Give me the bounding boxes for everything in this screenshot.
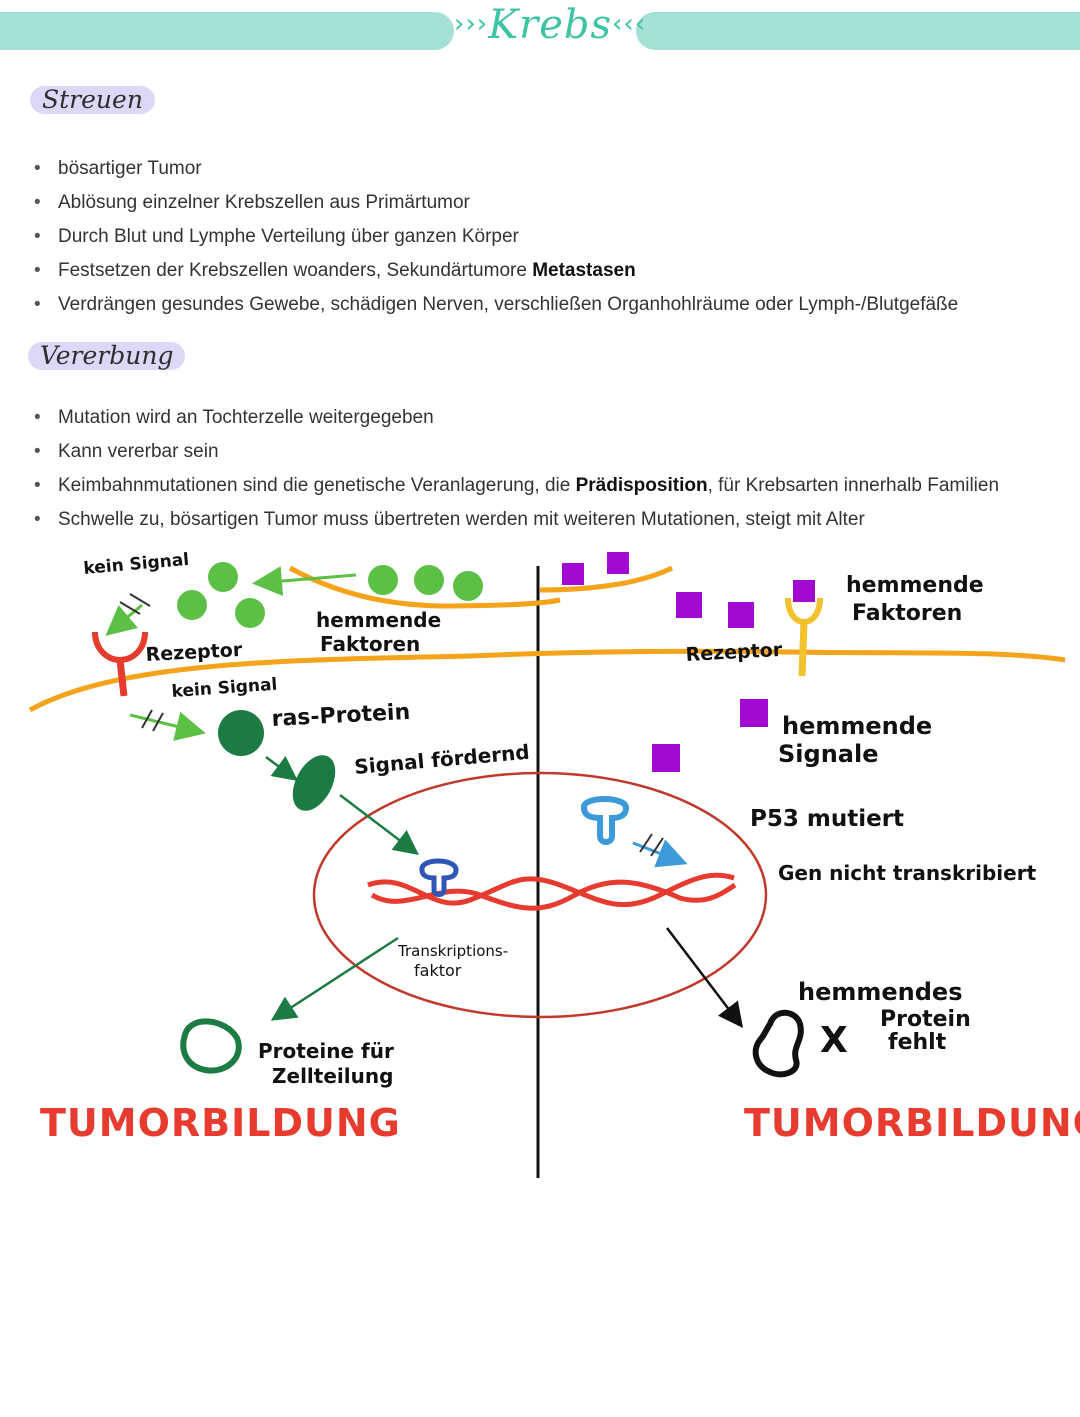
signal-protein — [292, 755, 336, 811]
label-kein-signal-mid: kein Signal — [171, 675, 278, 702]
purple-factor — [562, 563, 584, 585]
label-kein-signal-top: kein Signal — [83, 550, 190, 579]
label-hemmende-signale-2: Signale — [778, 740, 878, 768]
list-item: Ablösung einzelner Krebszellen aus Primä… — [0, 186, 1060, 220]
purple-factor — [793, 580, 815, 602]
purple-factor — [676, 592, 702, 618]
list-item-text: Kann vererbar sein — [58, 441, 219, 462]
list-item-text: Durch Blut und Lymphe Verteilung über ga… — [58, 226, 519, 247]
right-chevrons: ‹‹‹ — [612, 9, 647, 39]
green-ligand — [235, 598, 265, 628]
blocked-arrow-mid — [129, 711, 206, 741]
missing-inhibitor-protein — [752, 1009, 804, 1078]
block-mark — [141, 709, 153, 729]
label-p53-mutiert: P53 mutiert — [750, 806, 904, 832]
label-transkriptions: Transkriptions- — [397, 942, 508, 960]
list-item: bösartiger Tumor — [0, 152, 1060, 186]
section-heading-vererbung: Vererbung — [28, 342, 186, 370]
list-item-bold: Metastasen — [532, 260, 636, 281]
label-proteine-fuer: Proteine für — [258, 1039, 394, 1063]
list-item: Schwelle zu, bösartigen Tumor muss übert… — [0, 503, 1060, 537]
green-ligand — [368, 565, 398, 595]
block-mark — [152, 712, 164, 732]
green-ligand — [208, 562, 238, 592]
label-tumorbildung-right: TUMORBILDUNG — [744, 1101, 1080, 1145]
label-ras-protein: ras-Protein — [271, 700, 411, 732]
left-chevrons: ››› — [454, 9, 489, 39]
list-item-text: Verdrängen gesundes Gewebe, schädigen Ne… — [58, 294, 959, 315]
block-mark — [129, 593, 151, 607]
dna-strand-1 — [367, 872, 735, 908]
list-item-text: Keimbahnmutationen sind die genetische V… — [58, 475, 576, 496]
list-item: Kann vererbar sein — [0, 435, 1060, 469]
streuen-list: bösartiger Tumor Ablösung einzelner Kreb… — [0, 152, 1060, 322]
left-factor-membrane — [288, 565, 561, 609]
label-fehlt: fehlt — [888, 1030, 947, 1055]
label-rezeptor-right: Rezeptor — [685, 639, 783, 666]
section-heading-streuen: Streuen — [30, 86, 155, 114]
x-mark: X — [820, 1020, 848, 1061]
label-hemmende-signale-1: hemmende — [782, 712, 932, 740]
ligand-arrow — [252, 566, 357, 596]
list-item: Mutation wird an Tochterzelle weitergege… — [0, 401, 1060, 435]
right-receptor-stem — [798, 621, 808, 677]
blocked-arrow-top — [105, 603, 143, 636]
label-rezeptor-left: Rezeptor — [145, 639, 243, 666]
green-ligand — [453, 571, 483, 601]
label-hemmende-left: hemmende — [316, 608, 441, 632]
list-item-text: Mutation wird an Tochterzelle weitergege… — [58, 407, 434, 428]
left-receptor-stem — [116, 659, 128, 697]
list-item-text-after: , für Krebsarten innerhalb Familien — [707, 475, 1000, 496]
nucleus — [312, 771, 768, 1019]
header-bar-left — [0, 12, 454, 50]
p53-blocked-arrow — [632, 839, 688, 868]
label-signal-foerdernd: Signal fördernd — [353, 740, 530, 779]
label-protein: Protein — [880, 1007, 971, 1032]
label-gen-nicht-transkribiert: Gen nicht transkribiert — [778, 861, 1037, 885]
list-item-text: Ablösung einzelner Krebszellen aus Primä… — [58, 192, 470, 213]
green-ligand — [414, 565, 444, 595]
purple-signal — [652, 744, 680, 772]
list-item: Keimbahnmutationen sind die genetische V… — [0, 469, 1060, 503]
transcription-factor — [419, 858, 459, 897]
cell-membrane — [28, 648, 1066, 713]
list-item-bold: Prädisposition — [575, 475, 708, 496]
label-faktoren-left: Faktoren — [320, 632, 420, 656]
list-item-text: Schwelle zu, bösartigen Tumor muss übert… — [58, 509, 865, 530]
label-faktor: faktor — [414, 961, 462, 980]
purple-factor — [607, 552, 629, 574]
missing-protein-arrow — [666, 927, 744, 1028]
block-mark — [650, 837, 664, 857]
label-hemmendes: hemmendes — [798, 978, 962, 1006]
p53-protein — [581, 796, 630, 845]
block-mark — [119, 601, 141, 615]
list-item-text: Festsetzen der Krebszellen woanders, Sek… — [58, 260, 533, 281]
list-item-text: bösartiger Tumor — [58, 158, 202, 179]
list-item: Durch Blut und Lymphe Verteilung über ga… — [0, 220, 1060, 254]
label-tumorbildung-left: TUMORBILDUNG — [40, 1101, 401, 1145]
header-bar-right — [636, 12, 1080, 50]
list-item: Verdrängen gesundes Gewebe, schädigen Ne… — [0, 288, 1060, 322]
block-mark — [639, 833, 653, 853]
protein-arrow — [270, 936, 399, 1021]
page-title-text: Krebs — [488, 2, 613, 48]
right-factor-membrane — [539, 565, 674, 593]
vererbung-list: Mutation wird an Tochterzelle weitergege… — [0, 401, 1060, 537]
purple-signal — [740, 699, 768, 727]
left-receptor — [92, 631, 148, 664]
label-faktoren-right: Faktoren — [852, 601, 962, 626]
cell-division-protein — [180, 1018, 242, 1074]
green-ligand — [177, 590, 207, 620]
list-item: Festsetzen der Krebszellen woanders, Sek… — [0, 254, 1060, 288]
signal-arrow — [339, 794, 419, 856]
label-zellteilung: Zellteilung — [272, 1064, 393, 1088]
page-title: ›››Krebs‹‹‹ — [454, 2, 645, 48]
label-hemmende-right: hemmende — [846, 573, 984, 598]
ras-arrow — [265, 756, 298, 781]
purple-factor — [728, 602, 754, 628]
ras-protein — [218, 710, 264, 756]
